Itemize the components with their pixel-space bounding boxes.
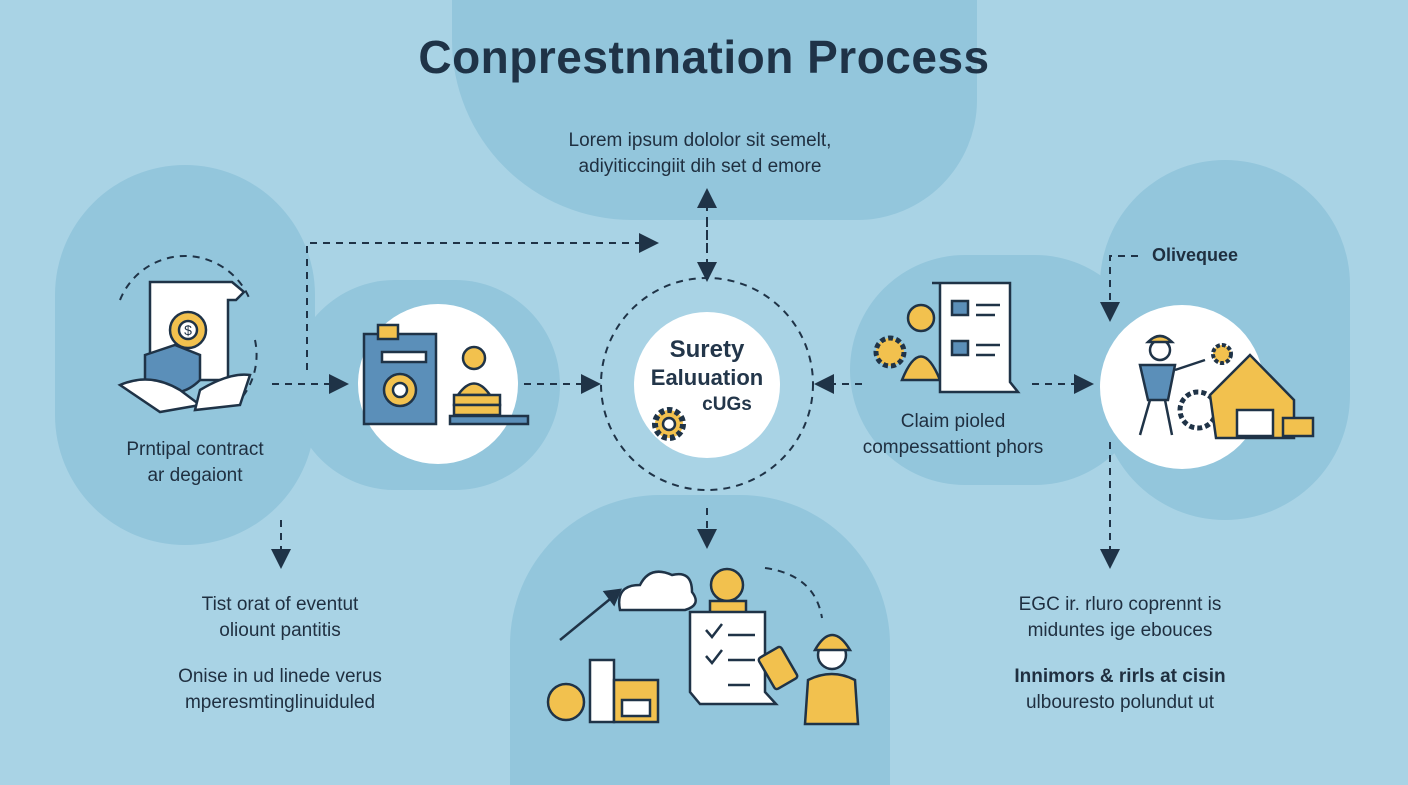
bottom-left-line-3: Onise in ud linede verus bbox=[178, 666, 382, 687]
center-dashed-ring bbox=[600, 277, 814, 491]
center-line-3: cUGs bbox=[702, 394, 752, 415]
bottom-left-line-4: mperesmtinglinuiduled bbox=[184, 692, 376, 713]
top-note: Lorem ipsum dololor sit semelt, adiyitic… bbox=[480, 128, 920, 180]
bottom-right-text: EGC ir. rluro coprennt is miduntes ige e… bbox=[980, 592, 1260, 716]
claim-line-2: compessattiont phors bbox=[862, 437, 1044, 458]
svg-text:$: $ bbox=[184, 322, 192, 338]
gear-icon bbox=[652, 407, 686, 441]
arrow-loop-top bbox=[306, 233, 659, 370]
page-title: Conprestnnation Process bbox=[418, 31, 990, 83]
center-line-2: Ealuuation bbox=[650, 365, 764, 390]
claim-label: Claim pioled compessattiont phors bbox=[848, 409, 1058, 461]
center-line-1: Surety bbox=[669, 336, 745, 363]
top-note-line-2: adiyiticcingiit dih set d emore bbox=[578, 156, 822, 177]
top-note-line-1: Lorem ipsum dololor sit semelt, bbox=[568, 130, 832, 151]
bottom-left-line-2: oliount pantitis bbox=[219, 620, 341, 641]
bottom-right-line-1: EGC ir. rluro coprennt is bbox=[1018, 594, 1222, 615]
bottom-dashed-arc bbox=[764, 567, 823, 619]
principal-contract-label: Prntipal contract ar degaiont bbox=[90, 437, 300, 489]
bottom-right-line-3: Innimors & rirls at cisin bbox=[1014, 666, 1226, 687]
bottom-right-line-2: miduntes ige ebouces bbox=[1027, 620, 1213, 641]
right-top-label: Olivequee bbox=[1151, 245, 1239, 265]
bottom-left-text: Tist orat of eventut oliount pantitis On… bbox=[140, 592, 420, 716]
bottom-left-line-1: Tist orat of eventut bbox=[201, 594, 359, 615]
arrow-right-top bbox=[1100, 255, 1138, 322]
principal-contract-line-1: Prntipal contract bbox=[126, 439, 264, 460]
claim-line-1: Claim pioled bbox=[900, 411, 1006, 432]
construction-claims-icon bbox=[546, 567, 860, 726]
surety-evaluation-label: Surety Ealuuation cUGs bbox=[628, 336, 786, 418]
contract-shield-icon: $ bbox=[117, 280, 252, 414]
bg-blob-top bbox=[452, 0, 977, 220]
flow-diagram: $ bbox=[117, 188, 1315, 726]
document-worker-icon bbox=[362, 323, 530, 426]
worker-house-icon bbox=[1138, 334, 1315, 440]
principal-contract-line-2: ar degaiont bbox=[147, 465, 243, 486]
bottom-right-line-4: ulbouresto polundut ut bbox=[1025, 692, 1215, 713]
checklist-worker-icon bbox=[873, 281, 1021, 394]
